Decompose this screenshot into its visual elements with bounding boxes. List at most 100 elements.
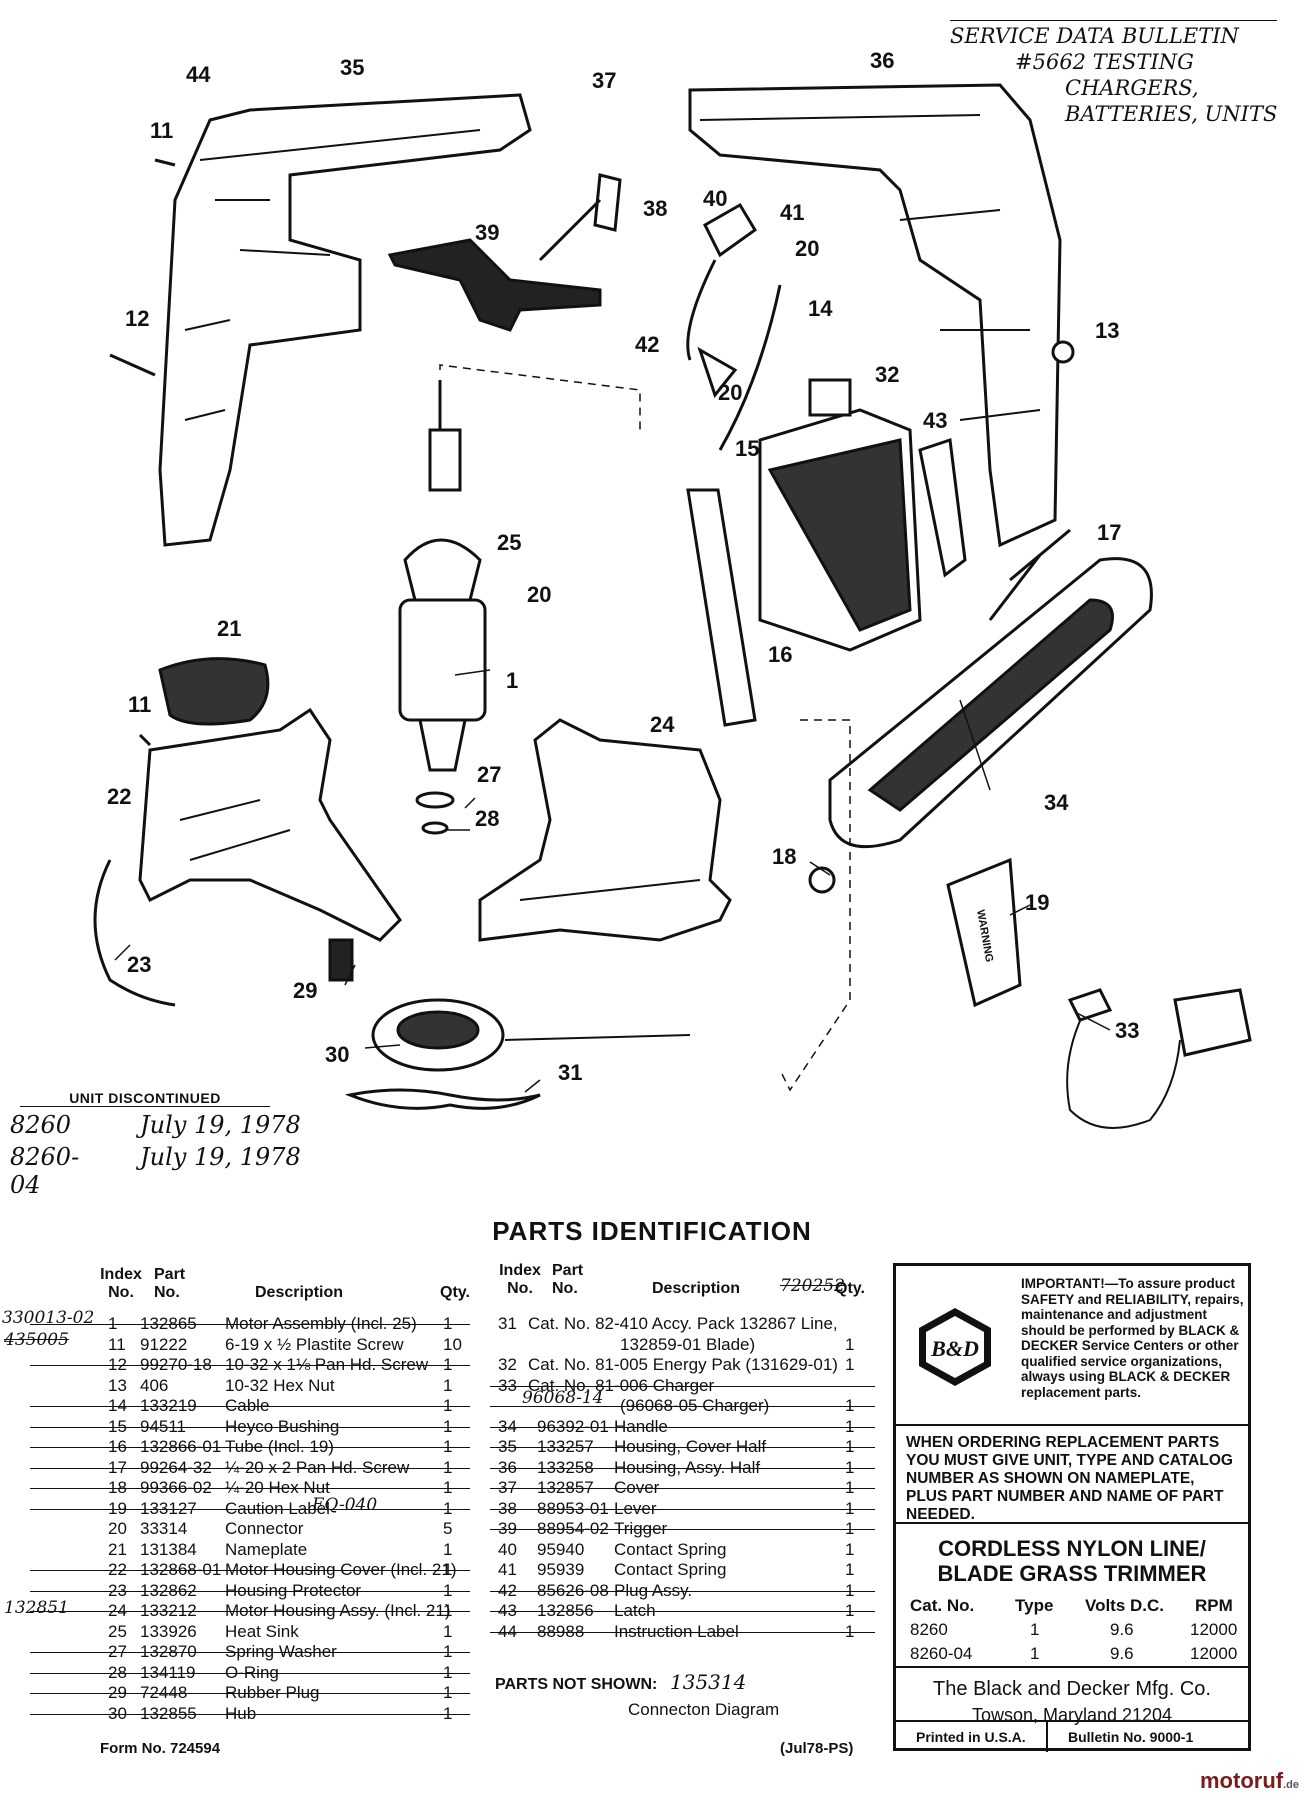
handwritten-part-row1: 330013-02	[2, 1308, 95, 1328]
callout-12: 12	[125, 306, 150, 331]
row-description: 132859-01 Blade)	[620, 1334, 756, 1354]
callout-27: 27	[477, 762, 502, 787]
row-description: Trigger	[614, 1519, 668, 1538]
row-description: Rubber Plug	[225, 1683, 320, 1702]
row-qty: 1	[845, 1396, 855, 1415]
parts-not-shown-item: Connecton Diagram	[628, 1700, 780, 1719]
callout-29: 29	[293, 978, 318, 1003]
motor-housing-cover	[138, 707, 402, 942]
spec-cell: 12000	[1190, 1620, 1238, 1639]
row-qty: 1	[443, 1355, 453, 1374]
row-qty: 1	[443, 1560, 453, 1579]
callout-40: 40	[703, 186, 728, 211]
row-description: Motor Assembly (Incl. 25)	[225, 1314, 417, 1333]
row-qty: 1	[443, 1416, 453, 1436]
callout-11b: 11	[128, 692, 152, 717]
header-qty: Qty.	[835, 1280, 865, 1297]
row-description: Contact Spring	[614, 1560, 727, 1579]
row-index: 20	[108, 1519, 127, 1538]
row-part-number: 88954-02	[537, 1519, 609, 1538]
row-index: 24	[108, 1601, 127, 1620]
row-part-number: 72448	[140, 1683, 188, 1702]
row-description: Tube (Incl. 19)	[225, 1437, 334, 1456]
row-description: Heyco Bushing	[225, 1416, 340, 1436]
header-part: Part No.	[154, 1266, 186, 1301]
form-number: Form No. 724594	[100, 1740, 221, 1757]
row-qty: 1	[845, 1560, 855, 1579]
row-part-number: 132862	[140, 1580, 197, 1600]
row-index: 33	[498, 1375, 517, 1395]
row-index: 41	[498, 1560, 517, 1579]
nameplate	[158, 657, 270, 726]
row-part-number: 133926	[140, 1621, 197, 1641]
spec-cell: 8260	[910, 1620, 948, 1639]
row-index: 29	[108, 1683, 127, 1702]
row-part-number: 133212	[140, 1601, 197, 1620]
row-qty: 1	[443, 1498, 453, 1518]
row-index: 28	[108, 1662, 127, 1682]
bulletin-number: Bulletin No. 9000-1	[1068, 1729, 1194, 1745]
bulletin-line-3: CHARGERS,	[1065, 76, 1199, 100]
housing-protector	[93, 859, 176, 1007]
spec-cell: 9.6	[1110, 1620, 1134, 1639]
row-index: 43	[498, 1601, 517, 1620]
important-notice: IMPORTANT!—To assure product SAFETY and …	[1021, 1276, 1244, 1400]
callout-37: 37	[592, 68, 617, 93]
table-row: 132859-01 Blade)1	[490, 1335, 875, 1356]
row-index: 36	[498, 1457, 517, 1477]
header-part: Part No.	[552, 1262, 584, 1297]
discontinued-unit: 8260-04	[10, 1143, 80, 1199]
row-part-number: 132857	[537, 1478, 594, 1497]
row-qty: 1	[443, 1437, 453, 1456]
callout-34: 34	[1044, 790, 1069, 815]
contact-springs	[703, 202, 782, 451]
spec-header: Volts D.C.	[1085, 1596, 1165, 1615]
row-description: (96068-05 Charger)	[620, 1396, 770, 1415]
header-qty: Qty.	[440, 1284, 470, 1301]
discontinued-heading: UNIT DISCONTINUED	[20, 1090, 270, 1107]
row-qty: 1	[443, 1642, 453, 1661]
row-index: 12	[108, 1355, 127, 1374]
housing-assy-half	[688, 83, 1062, 548]
row-index: 21	[108, 1539, 127, 1559]
row-index: 13	[108, 1375, 127, 1395]
handwritten-part-row24: 132851	[4, 1598, 69, 1618]
callout-39: 39	[475, 220, 500, 245]
callout-23: 23	[127, 952, 152, 977]
row-index: 37	[498, 1478, 517, 1497]
row-qty: 1	[443, 1314, 453, 1333]
callout-24: 24	[650, 712, 675, 737]
row-description: ¼-20 x 2 Pan Hd. Screw	[225, 1457, 410, 1477]
callout-22: 22	[107, 784, 132, 809]
spec-row: 8260 1 9.6 12000	[910, 1620, 1240, 1644]
row-qty: 1	[443, 1457, 453, 1477]
spec-cell: 9.6	[1110, 1644, 1134, 1663]
row-description: Heat Sink	[225, 1621, 299, 1641]
row-part-number: 132866-01	[140, 1437, 222, 1456]
bulletin-note: SERVICE DATA BULLETIN #5662 TESTING CHAR…	[950, 20, 1278, 127]
row-part-number: 33314	[140, 1519, 188, 1538]
row-index: 40	[498, 1539, 517, 1559]
bulletin-line-2: #5662 TESTING	[1015, 50, 1194, 74]
printed-in: Printed in U.S.A.	[916, 1729, 1026, 1745]
callout-33: 33	[1115, 1018, 1140, 1043]
rubber-plug	[328, 938, 354, 982]
row-description: Spring Washer	[225, 1642, 337, 1661]
callout-25: 25	[497, 530, 522, 555]
row-index: 27	[108, 1642, 127, 1661]
row-part-number: 133258	[537, 1457, 594, 1477]
row-description: Handle	[614, 1416, 668, 1436]
